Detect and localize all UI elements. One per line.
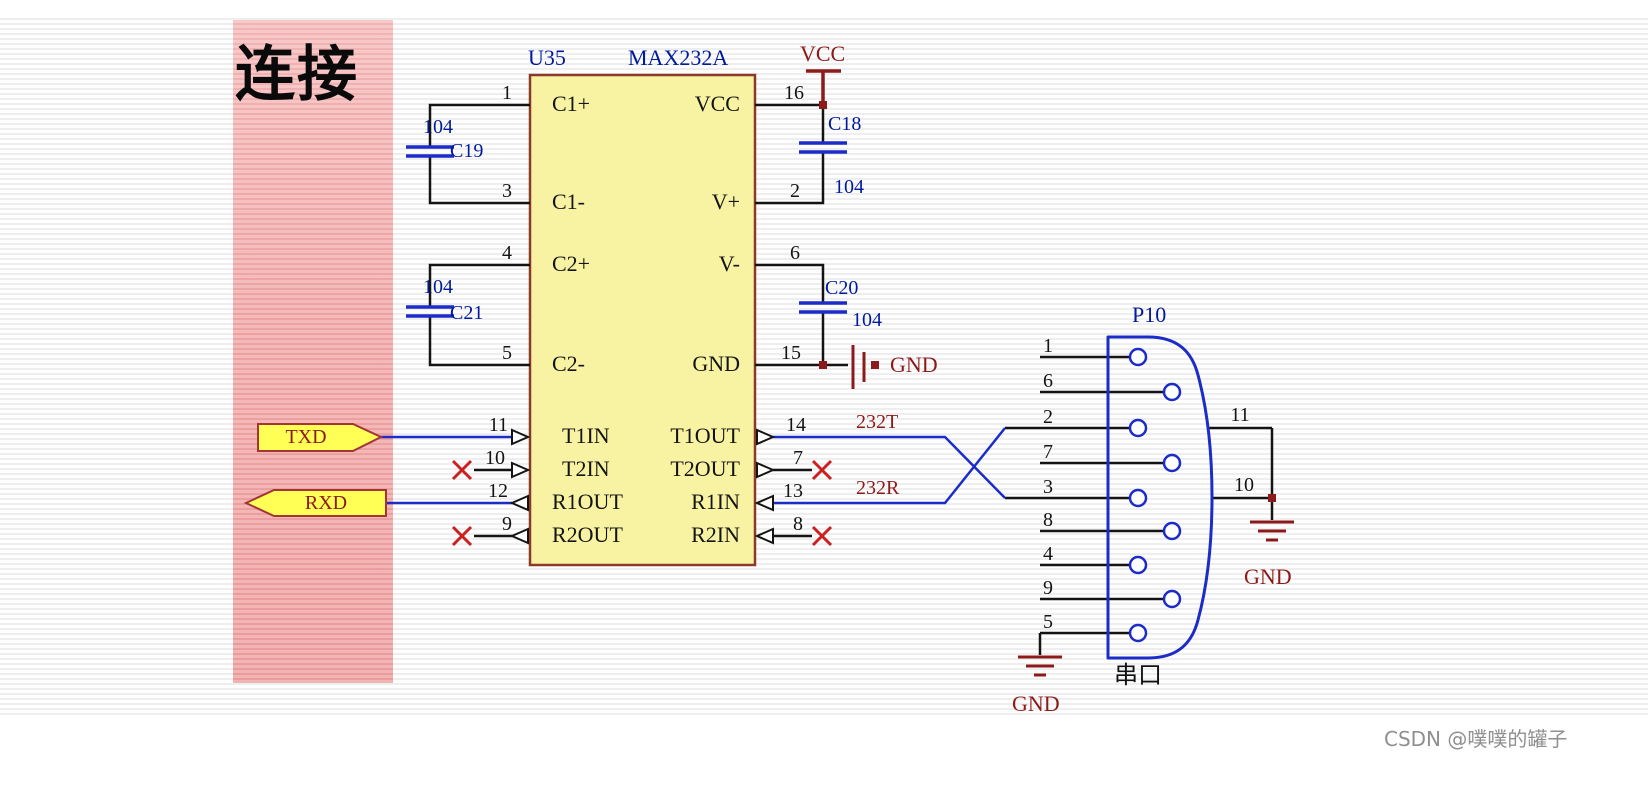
pin-name: R2OUT [552,522,623,547]
gnd-icon-bottom [1018,655,1062,677]
gnd-label-right: GND [1244,564,1292,589]
cap-value: 104 [423,116,453,138]
pin-name: C1+ [552,91,591,116]
pin-name: T1OUT [670,423,740,448]
pin-name: T1IN [562,423,610,448]
panel-title: 连接 [235,40,359,110]
txd-port-label: TXD [285,426,327,448]
cap-ref: C20 [825,277,859,299]
cap-ref: C21 [450,302,484,324]
pin-number: 1 [502,82,512,104]
db9-connector-outline [1106,335,1214,660]
db9-pin-number: 4 [1043,543,1053,565]
db9-pin-hole-icons [1128,347,1182,643]
pin-number: 15 [781,342,801,364]
db9-pin-number: 5 [1043,611,1053,633]
pin-number: 10 [485,447,505,469]
ic-body [528,73,757,567]
pin-number: 5 [502,342,512,364]
top-margin [0,0,1648,18]
pin-name: C2+ [552,251,591,276]
chip-ref: U35 [528,45,566,70]
pin-name: GND [692,351,740,376]
wires-black [428,103,1274,655]
pin-number: 16 [784,82,804,104]
pin-name: V+ [711,189,740,214]
db9-pin-number: 2 [1043,406,1053,428]
pin-name: C1- [552,189,585,214]
vcc-bar-icon [806,69,841,103]
db9-pin-number: 3 [1043,476,1053,498]
pin-name: R2IN [691,522,740,547]
pin-name: VCC [694,91,740,116]
txd-flag-icon [257,423,384,452]
pin-name: R1OUT [552,489,623,514]
gnd-icon-right [1250,520,1294,542]
db9-pin-number: 6 [1043,370,1053,392]
db9-pin-number: 7 [1043,441,1053,463]
gnd-label-mid: GND [890,352,938,377]
capacitor-icon-c21 [406,305,454,318]
gnd-icon-mid [851,345,879,389]
no-connect-x-icons [451,459,833,547]
connector-caption: 串口 [1114,661,1162,689]
capacitor-icons [406,141,847,318]
db9-shield-pin-number: 10 [1234,474,1254,496]
pin-name: C2- [552,351,585,376]
db9-pin-number: 1 [1043,335,1053,357]
vcc-label: VCC [800,41,846,66]
bottom-margin [0,718,1648,795]
wires-blue [380,427,1006,505]
pin-number: 8 [793,513,803,535]
capacitor-icon-c18 [799,141,847,154]
pin-name: T2OUT [670,456,740,481]
net-label-232t: 232T [856,411,899,433]
pin-name: R1IN [691,489,740,514]
cap-value: 104 [423,276,453,298]
pin-name: T2IN [562,456,610,481]
db9-pin-number: 9 [1043,577,1053,599]
port-flag-icons [243,423,387,517]
watermark: CSDN @噗噗的罐子 [1384,727,1568,751]
cap-value: 104 [852,309,882,331]
db9-pin-number: 8 [1043,509,1053,531]
pin-number: 6 [790,242,800,264]
rxd-port-label: RXD [304,492,348,514]
chip-part: MAX232A [628,45,729,70]
cap-value: 104 [834,176,864,198]
pin-number: 3 [502,180,512,202]
pin-number: 13 [783,480,803,502]
net-label-232r: 232R [856,477,900,499]
rxd-flag-icon [243,489,387,517]
slide-side-panel: 连接 [233,20,393,683]
capacitor-icon-c20 [799,301,847,314]
pin-number: 14 [786,414,806,436]
pin-number: 7 [793,447,803,469]
pin-number: 4 [502,242,512,264]
gnd-label-bottom: GND [1012,691,1060,716]
pin-arrow-icons [509,428,776,545]
cap-ref: C19 [450,140,484,162]
cap-ref: C18 [828,113,862,135]
connector-ref: P10 [1132,302,1167,327]
junction-dots [819,101,1276,502]
pin-number: 9 [502,513,512,535]
capacitor-icon-c19 [406,145,454,158]
db9-shield-pin-number: 11 [1230,404,1250,426]
pin-number: 12 [488,480,508,502]
pin-number: 11 [488,414,508,436]
pin-number: 2 [790,180,800,202]
pin-name: V- [718,251,740,276]
